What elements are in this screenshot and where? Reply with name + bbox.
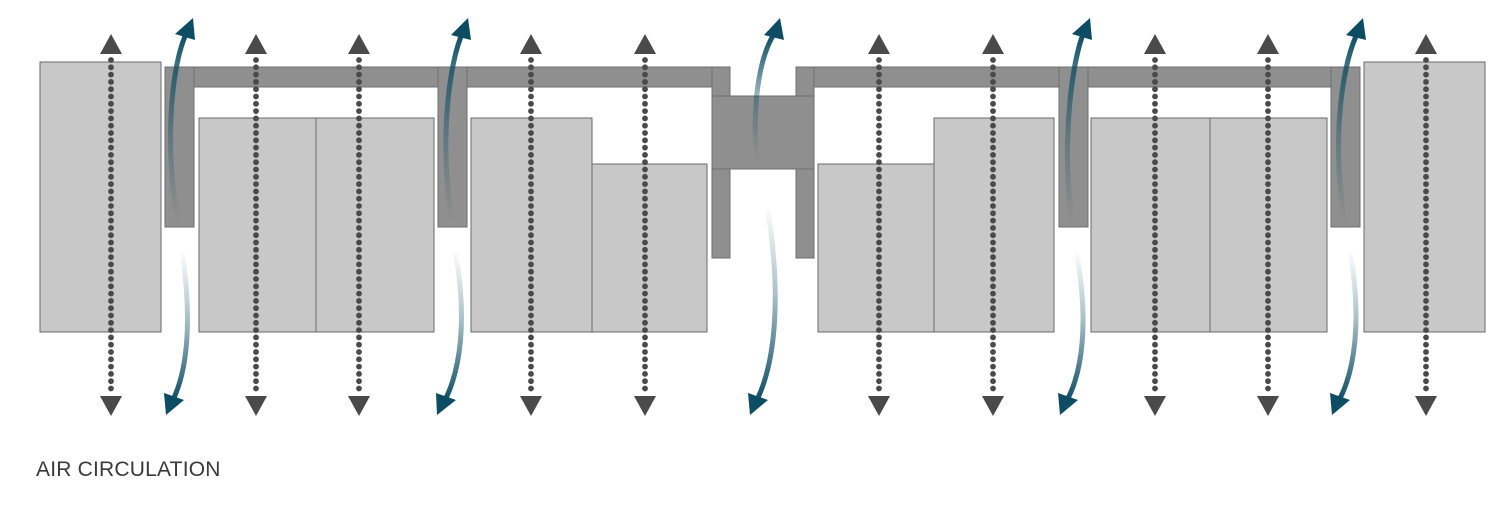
airflow-arrows (164, 18, 1366, 415)
curved-airflow-arrow-icon (436, 18, 471, 415)
dotted-double-arrow-icon (1415, 34, 1437, 416)
dotted-double-arrow-icon (634, 34, 656, 416)
curved-airflow-arrow-icon (1330, 18, 1366, 415)
frame-column (1058, 66, 1089, 228)
curved-airflow-arrow-icon (748, 18, 784, 415)
dotted-double-arrow-icon (1257, 34, 1279, 416)
dotted-double-arrow-icon (100, 34, 122, 416)
frame-column (437, 66, 468, 228)
block (1090, 117, 1211, 333)
diagram-caption: AIR CIRCULATION (36, 458, 221, 481)
block (817, 163, 935, 333)
dotted-double-arrow-icon (520, 34, 542, 416)
frame-column (1330, 66, 1361, 228)
block (315, 117, 435, 333)
dotted-double-arrow-icon (982, 34, 1004, 416)
dotted-double-arrow-icon (348, 34, 370, 416)
dotted-double-arrow-icon (245, 34, 267, 416)
end-block-left (39, 61, 162, 333)
curved-airflow-arrow-icon (164, 18, 195, 415)
central-connector (711, 95, 815, 170)
block (591, 163, 708, 333)
dotted-double-arrow-icon (868, 34, 890, 416)
curved-airflow-arrow-icon (1058, 18, 1092, 415)
dotted-double-arrow-icon (1144, 34, 1166, 416)
vertical-arrows (100, 34, 1437, 416)
